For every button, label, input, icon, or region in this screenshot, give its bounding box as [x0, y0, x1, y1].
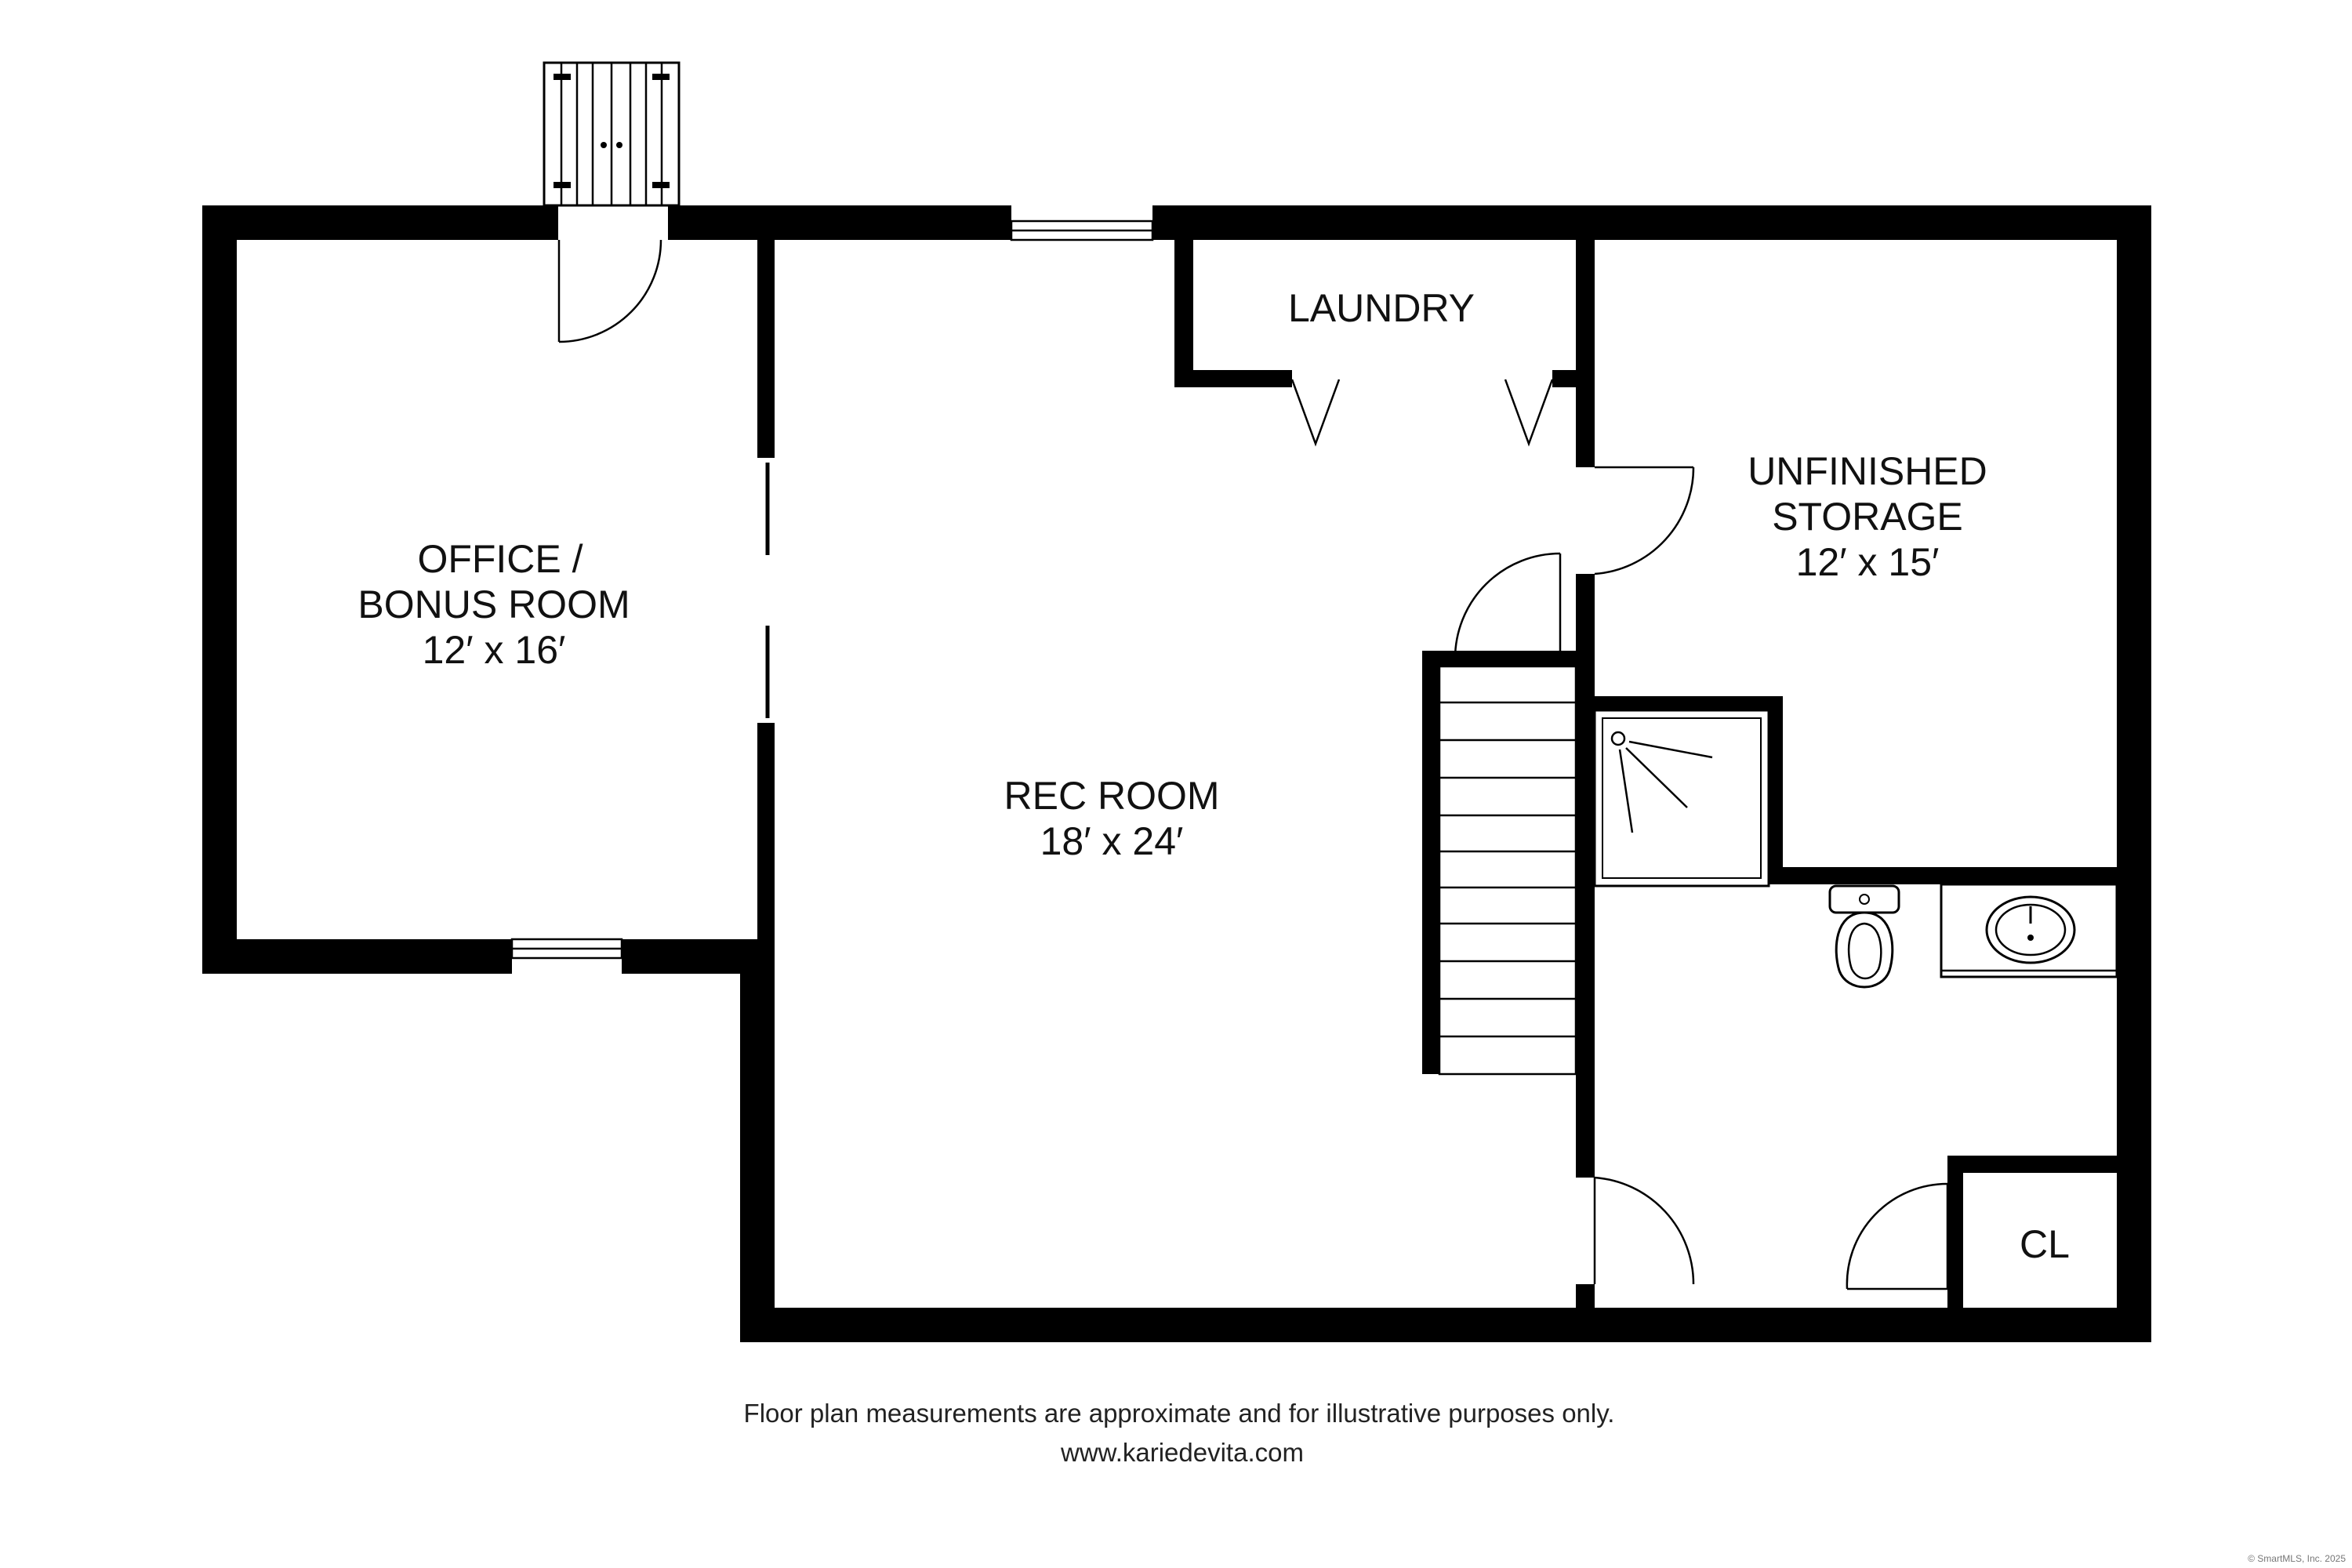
exterior-walls [202, 205, 2151, 1342]
stair-door [1454, 552, 1562, 659]
laundry-name: LAUNDRY [1288, 286, 1475, 330]
vanity-sink [1940, 883, 2118, 978]
window-top [1010, 220, 1154, 241]
website-text: www.kariedevita.com [1060, 1438, 1304, 1467]
laundry-bifold-doors [1290, 379, 1554, 447]
storage-name-line1: UNFINISHED [1748, 449, 1987, 493]
laundry-walls [1174, 240, 1576, 387]
shower [1593, 709, 1770, 887]
disclaimer-text: Floor plan measurements are approximate … [744, 1399, 1615, 1428]
window-bottom [510, 938, 623, 960]
closet-label: CL [2020, 1222, 2070, 1266]
rec-room-dimensions: 18′ x 24′ [1040, 819, 1184, 863]
laundry-label: LAUNDRY [1288, 286, 1475, 330]
closet-name: CL [2020, 1222, 2070, 1266]
spine-wall [1576, 240, 1595, 1311]
storage-door [1594, 466, 1695, 575]
storage-name-line2: STORAGE [1772, 495, 1963, 539]
office-label: OFFICE / BONUS ROOM 12′ x 16′ [358, 537, 630, 672]
office-name-line2: BONUS ROOM [358, 583, 630, 626]
storage-dimensions: 12′ x 15′ [1796, 540, 1940, 584]
bulkhead-doors [543, 61, 681, 207]
office-dimensions: 12′ x 16′ [423, 628, 566, 672]
toilet [1828, 884, 1900, 989]
rec-room-name: REC ROOM [1004, 774, 1220, 818]
storage-label: UNFINISHED STORAGE 12′ x 15′ [1748, 449, 1987, 584]
office-door [557, 239, 662, 343]
closet-door [1846, 1182, 1949, 1290]
staircase [1422, 651, 1577, 1076]
rec-room-label: REC ROOM 18′ x 24′ [1004, 774, 1220, 863]
copyright-text: © SmartMLS, Inc. 2025 [2248, 1553, 2346, 1564]
office-rec-partition [757, 240, 775, 958]
office-name-line1: OFFICE / [417, 537, 583, 581]
bath-door [1593, 1176, 1695, 1285]
bathroom-walls [1595, 696, 2117, 1311]
